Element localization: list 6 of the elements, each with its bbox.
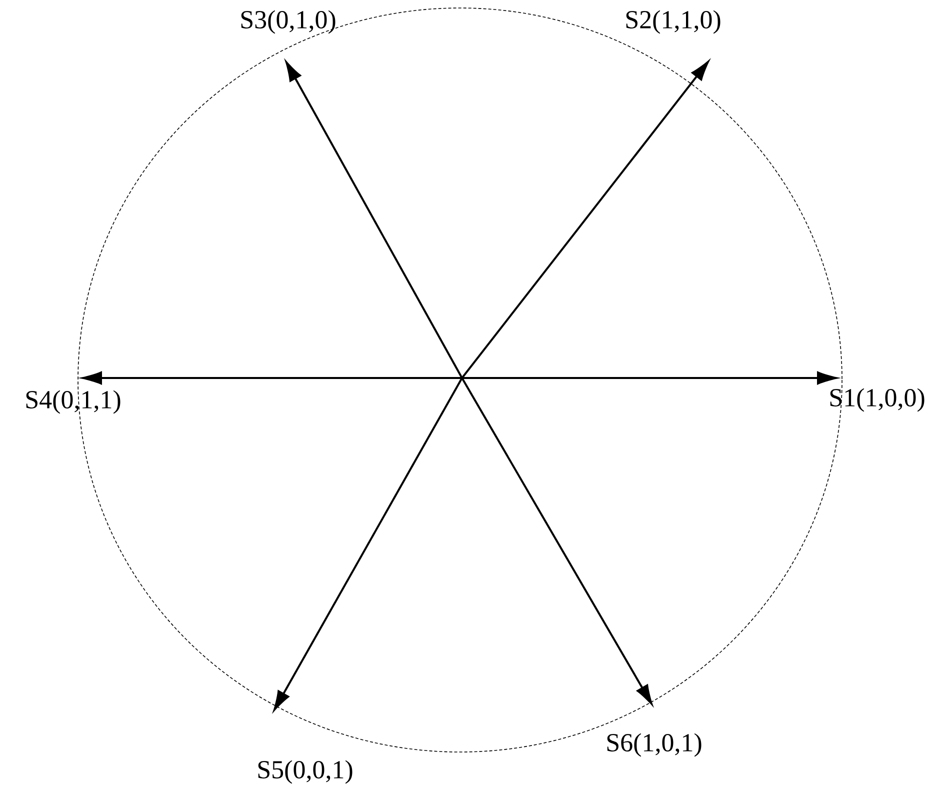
state-label: S5(0,0,1) <box>258 760 352 784</box>
state-label: S4(0,1,1) <box>26 390 120 414</box>
state-label: S6(1,0,1) <box>607 733 702 757</box>
state-label: S1(1,0,0) <box>830 388 924 412</box>
state-label: S2(1,1,0) <box>626 10 720 34</box>
state-label: S3(0,1,0) <box>241 10 336 34</box>
